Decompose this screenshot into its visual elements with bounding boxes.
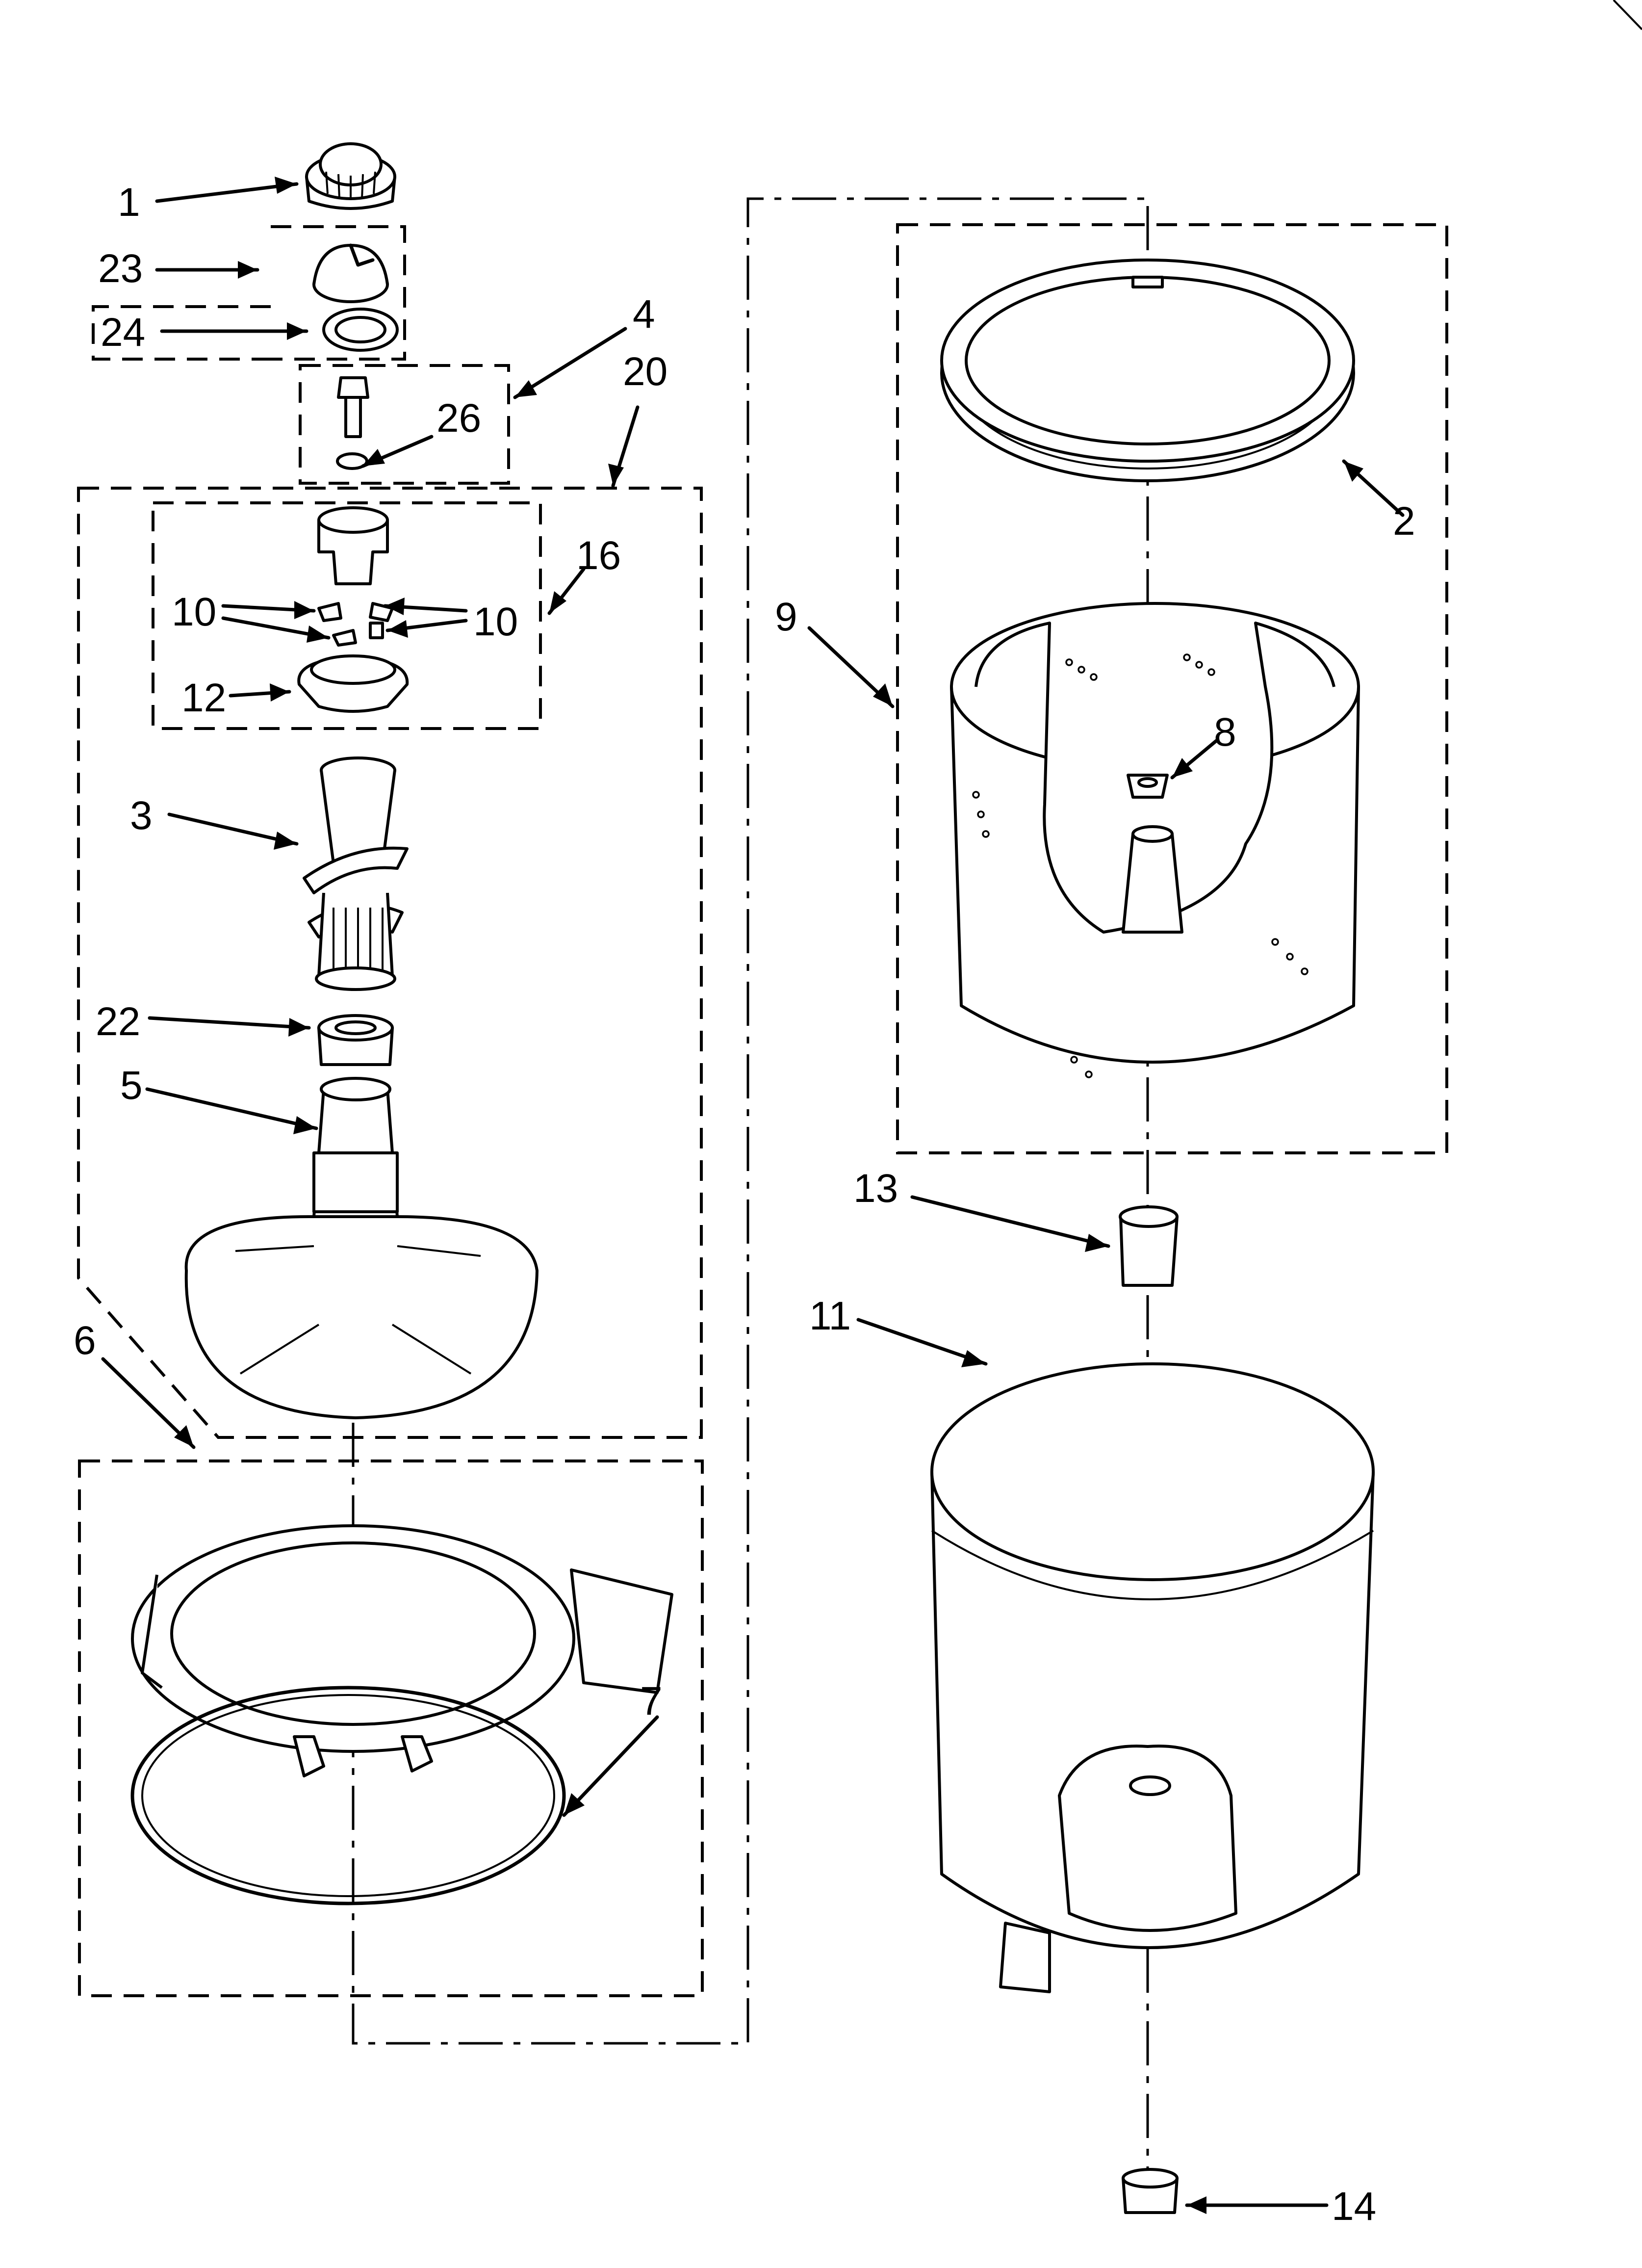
callout-6: 6 — [74, 1318, 96, 1363]
callout-11: 11 — [809, 1294, 851, 1338]
callout-20: 20 — [623, 349, 667, 394]
callout-5: 5 — [120, 1063, 143, 1108]
box-20 — [77, 487, 703, 1439]
callout-7: 7 — [640, 1679, 663, 1723]
part-4-bolt — [336, 376, 369, 470]
part-8-nut — [1127, 774, 1169, 799]
leader-arrows — [101, 177, 1405, 2214]
group-boxes — [77, 223, 1448, 1997]
assembly-centerlines — [352, 197, 1149, 2193]
part-5-agitator-base — [184, 1077, 539, 1419]
callout-9: 9 — [775, 595, 797, 639]
part-12-cam — [297, 654, 409, 713]
part-22-ring — [317, 1014, 394, 1066]
callout-14: 14 — [1332, 2184, 1376, 2229]
part-16-dog-assembly — [317, 506, 394, 647]
callout-10-left: 10 — [172, 590, 216, 634]
part-11-outer-tub — [930, 1362, 1375, 1993]
box-6 — [78, 1460, 704, 1997]
part-13-bushing — [1119, 1205, 1179, 1287]
box-23 — [271, 225, 406, 361]
box-16 — [152, 501, 542, 730]
part-6-tub-ring — [131, 1524, 673, 1777]
callout-24: 24 — [101, 310, 145, 355]
part-3-auger — [303, 756, 409, 991]
part-9-wash-basket — [950, 602, 1360, 1078]
callout-8: 8 — [1214, 710, 1236, 755]
part-1-agitator-cap — [305, 142, 396, 210]
callout-labels: 1 23 24 4 20 26 16 10 10 12 3 22 5 6 7 2… — [74, 180, 1415, 2229]
box-9 — [896, 223, 1448, 1154]
callout-16: 16 — [576, 533, 621, 578]
callout-13: 13 — [853, 1166, 898, 1211]
part-2-balance-ring — [940, 259, 1355, 482]
callout-10-right: 10 — [473, 600, 518, 644]
callout-3: 3 — [130, 793, 153, 838]
part-14-drain-plug — [1122, 2168, 1179, 2214]
callout-26: 26 — [436, 396, 481, 441]
callout-23: 23 — [98, 246, 143, 291]
callout-12: 12 — [181, 676, 226, 720]
corner-mark — [1613, 0, 1642, 30]
callout-1: 1 — [118, 180, 140, 225]
callout-2: 2 — [1393, 499, 1415, 544]
part-7-snap-ring — [130, 1686, 566, 1905]
box-4 — [299, 364, 510, 485]
part-24-seal-ring — [322, 308, 399, 352]
callout-22: 22 — [96, 999, 140, 1044]
part-23-cap-insert — [312, 243, 389, 303]
box-24 — [92, 305, 271, 361]
callout-4: 4 — [633, 292, 655, 337]
